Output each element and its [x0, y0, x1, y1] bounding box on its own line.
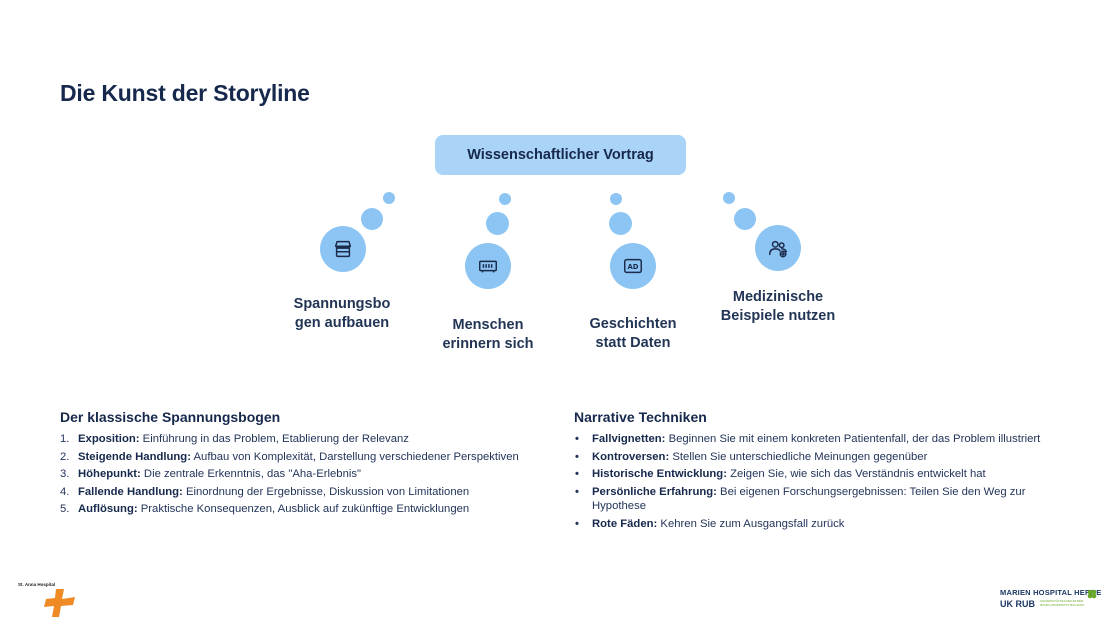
bullet-icon: •	[575, 485, 579, 498]
list-term: Auflösung:	[78, 503, 138, 515]
node-icon-circle	[755, 225, 801, 271]
list-term: Fallvignetten:	[592, 433, 666, 445]
list-term: Höhepunkt:	[78, 468, 141, 480]
node-label: Geschichten statt Daten	[589, 316, 677, 351]
users-icon	[769, 240, 787, 258]
node-label: Spannungsbo gen aufbauen	[293, 296, 391, 331]
list-number: 2.	[60, 450, 70, 463]
list-item: 4. Fallende Handlung: Einordnung der Erge…	[60, 485, 560, 500]
list-text: Kehren Sie zum Ausgangsfall zurück	[657, 517, 845, 530]
logo-text: UK RUB	[1000, 599, 1035, 609]
bullet-icon: •	[575, 517, 579, 530]
marien-hospital-logo: MARIEN HOSPITAL HERNE UK RUB UNIVERSITÄT…	[1000, 588, 1102, 612]
node-icon-circle	[320, 226, 366, 272]
connector-dot	[383, 192, 395, 204]
list-term: Persönliche Erfahrung:	[592, 485, 717, 498]
list-text: Einführung in das Problem, Etablierung d…	[139, 433, 409, 445]
list-term: Historische Entwicklung:	[592, 468, 727, 480]
list-number: 5.	[60, 503, 70, 515]
list-term: Steigende Handlung:	[78, 450, 191, 463]
list-text: Aufbau von Komplexität, Darstellung vers…	[190, 450, 519, 463]
list-item: • Rote Fäden: Kehren Sie zum Ausgangsfall…	[574, 517, 1070, 532]
spannungsbogen-list: 1. Exposition: Einführung in das Problem,…	[60, 432, 560, 520]
list-term: Rote Fäden:	[592, 517, 658, 530]
list-item: • Persönliche Erfahrung: Bei eigenen Fors…	[574, 485, 1070, 514]
list-item: 5. Auflösung: Praktische Konsequenzen, Au…	[60, 502, 560, 517]
list-text: Praktische Konsequenzen, Ausblick auf zu…	[137, 503, 470, 515]
list-term: Exposition:	[78, 433, 140, 445]
logo-text: St. Anna Hospital	[18, 582, 56, 587]
list-text: Zeigen Sie, wie sich das Verständnis ent…	[726, 468, 986, 480]
list-term: Fallende Handlung:	[78, 485, 183, 498]
list-number: 3.	[60, 468, 70, 480]
list-item: 2. Steigende Handlung: Aufbau von Komplex…	[60, 450, 560, 465]
node-label: Menschen erinnern sich	[442, 317, 534, 352]
connector-dot	[361, 208, 383, 230]
clover-logo-icon	[1087, 589, 1097, 599]
list-text: Die zentrale Erkenntnis, das "Aha-Erlebn…	[140, 468, 362, 480]
page-title: Die Kunst der Storyline	[60, 80, 310, 106]
ad-icon: AD	[624, 258, 642, 274]
node-label: Medizinische Beispiele nutzen	[720, 289, 836, 324]
diagram-root-box: Wissenschaftlicher Vortrag	[435, 135, 686, 175]
list-number: 4.	[60, 485, 70, 498]
svg-text:AD: AD	[627, 263, 638, 271]
list-number: 1.	[60, 433, 70, 445]
list-item: • Historische Entwicklung: Zeigen Sie, wi…	[574, 467, 1070, 482]
section-title-spannungsbogen: Der klassische Spannungsbogen	[60, 409, 281, 425]
list-item: 3. Höhepunkt: Die zentrale Erkenntnis, da…	[60, 467, 560, 482]
list-text: Bei eigenen Forschungsergebnissen: Teile…	[592, 485, 1026, 513]
bullet-icon: •	[575, 450, 579, 463]
node-icon-circle	[465, 243, 511, 289]
connector-dot	[610, 193, 622, 205]
section-title-narrative-techniken: Narrative Techniken	[574, 409, 707, 425]
connector-dot	[734, 208, 756, 230]
connector-dot	[499, 193, 511, 205]
node-icon-circle: AD	[610, 243, 656, 289]
narrative-techniken-list: • Fallvignetten: Beginnen Sie mit einem k…	[574, 432, 1070, 534]
cross-logo-icon	[44, 589, 75, 617]
memory-icon	[479, 260, 497, 273]
bullet-icon: •	[575, 468, 579, 480]
connector-dot	[609, 212, 632, 235]
diagram-root-label: Wissenschaftlicher Vortrag	[467, 147, 654, 163]
list-text: Beginnen Sie mit einem konkreten Patient…	[665, 433, 1041, 445]
list-item: • Kontroversen: Stellen Sie unterschiedli…	[574, 450, 1070, 465]
list-item: 1. Exposition: Einführung in das Problem,…	[60, 432, 560, 447]
list-text: Stellen Sie unterschiedliche Meinungen g…	[669, 450, 928, 463]
store-icon	[334, 240, 352, 258]
bullet-icon: •	[575, 433, 579, 445]
logo-text: MARIEN HOSPITAL HERNE	[1000, 588, 1102, 597]
st-anna-hospital-logo: St. Anna Hospital	[18, 582, 78, 618]
logo-text: UNIVERSITÄTSKLINIKUM DER RUHR-UNIVERSITÄ…	[1040, 599, 1084, 607]
list-item: • Fallvignetten: Beginnen Sie mit einem k…	[574, 432, 1070, 447]
list-term: Kontroversen:	[592, 450, 670, 463]
connector-dot	[723, 192, 735, 204]
list-text: Einordnung der Ergebnisse, Diskussion vo…	[182, 485, 470, 498]
connector-dot	[486, 212, 509, 235]
